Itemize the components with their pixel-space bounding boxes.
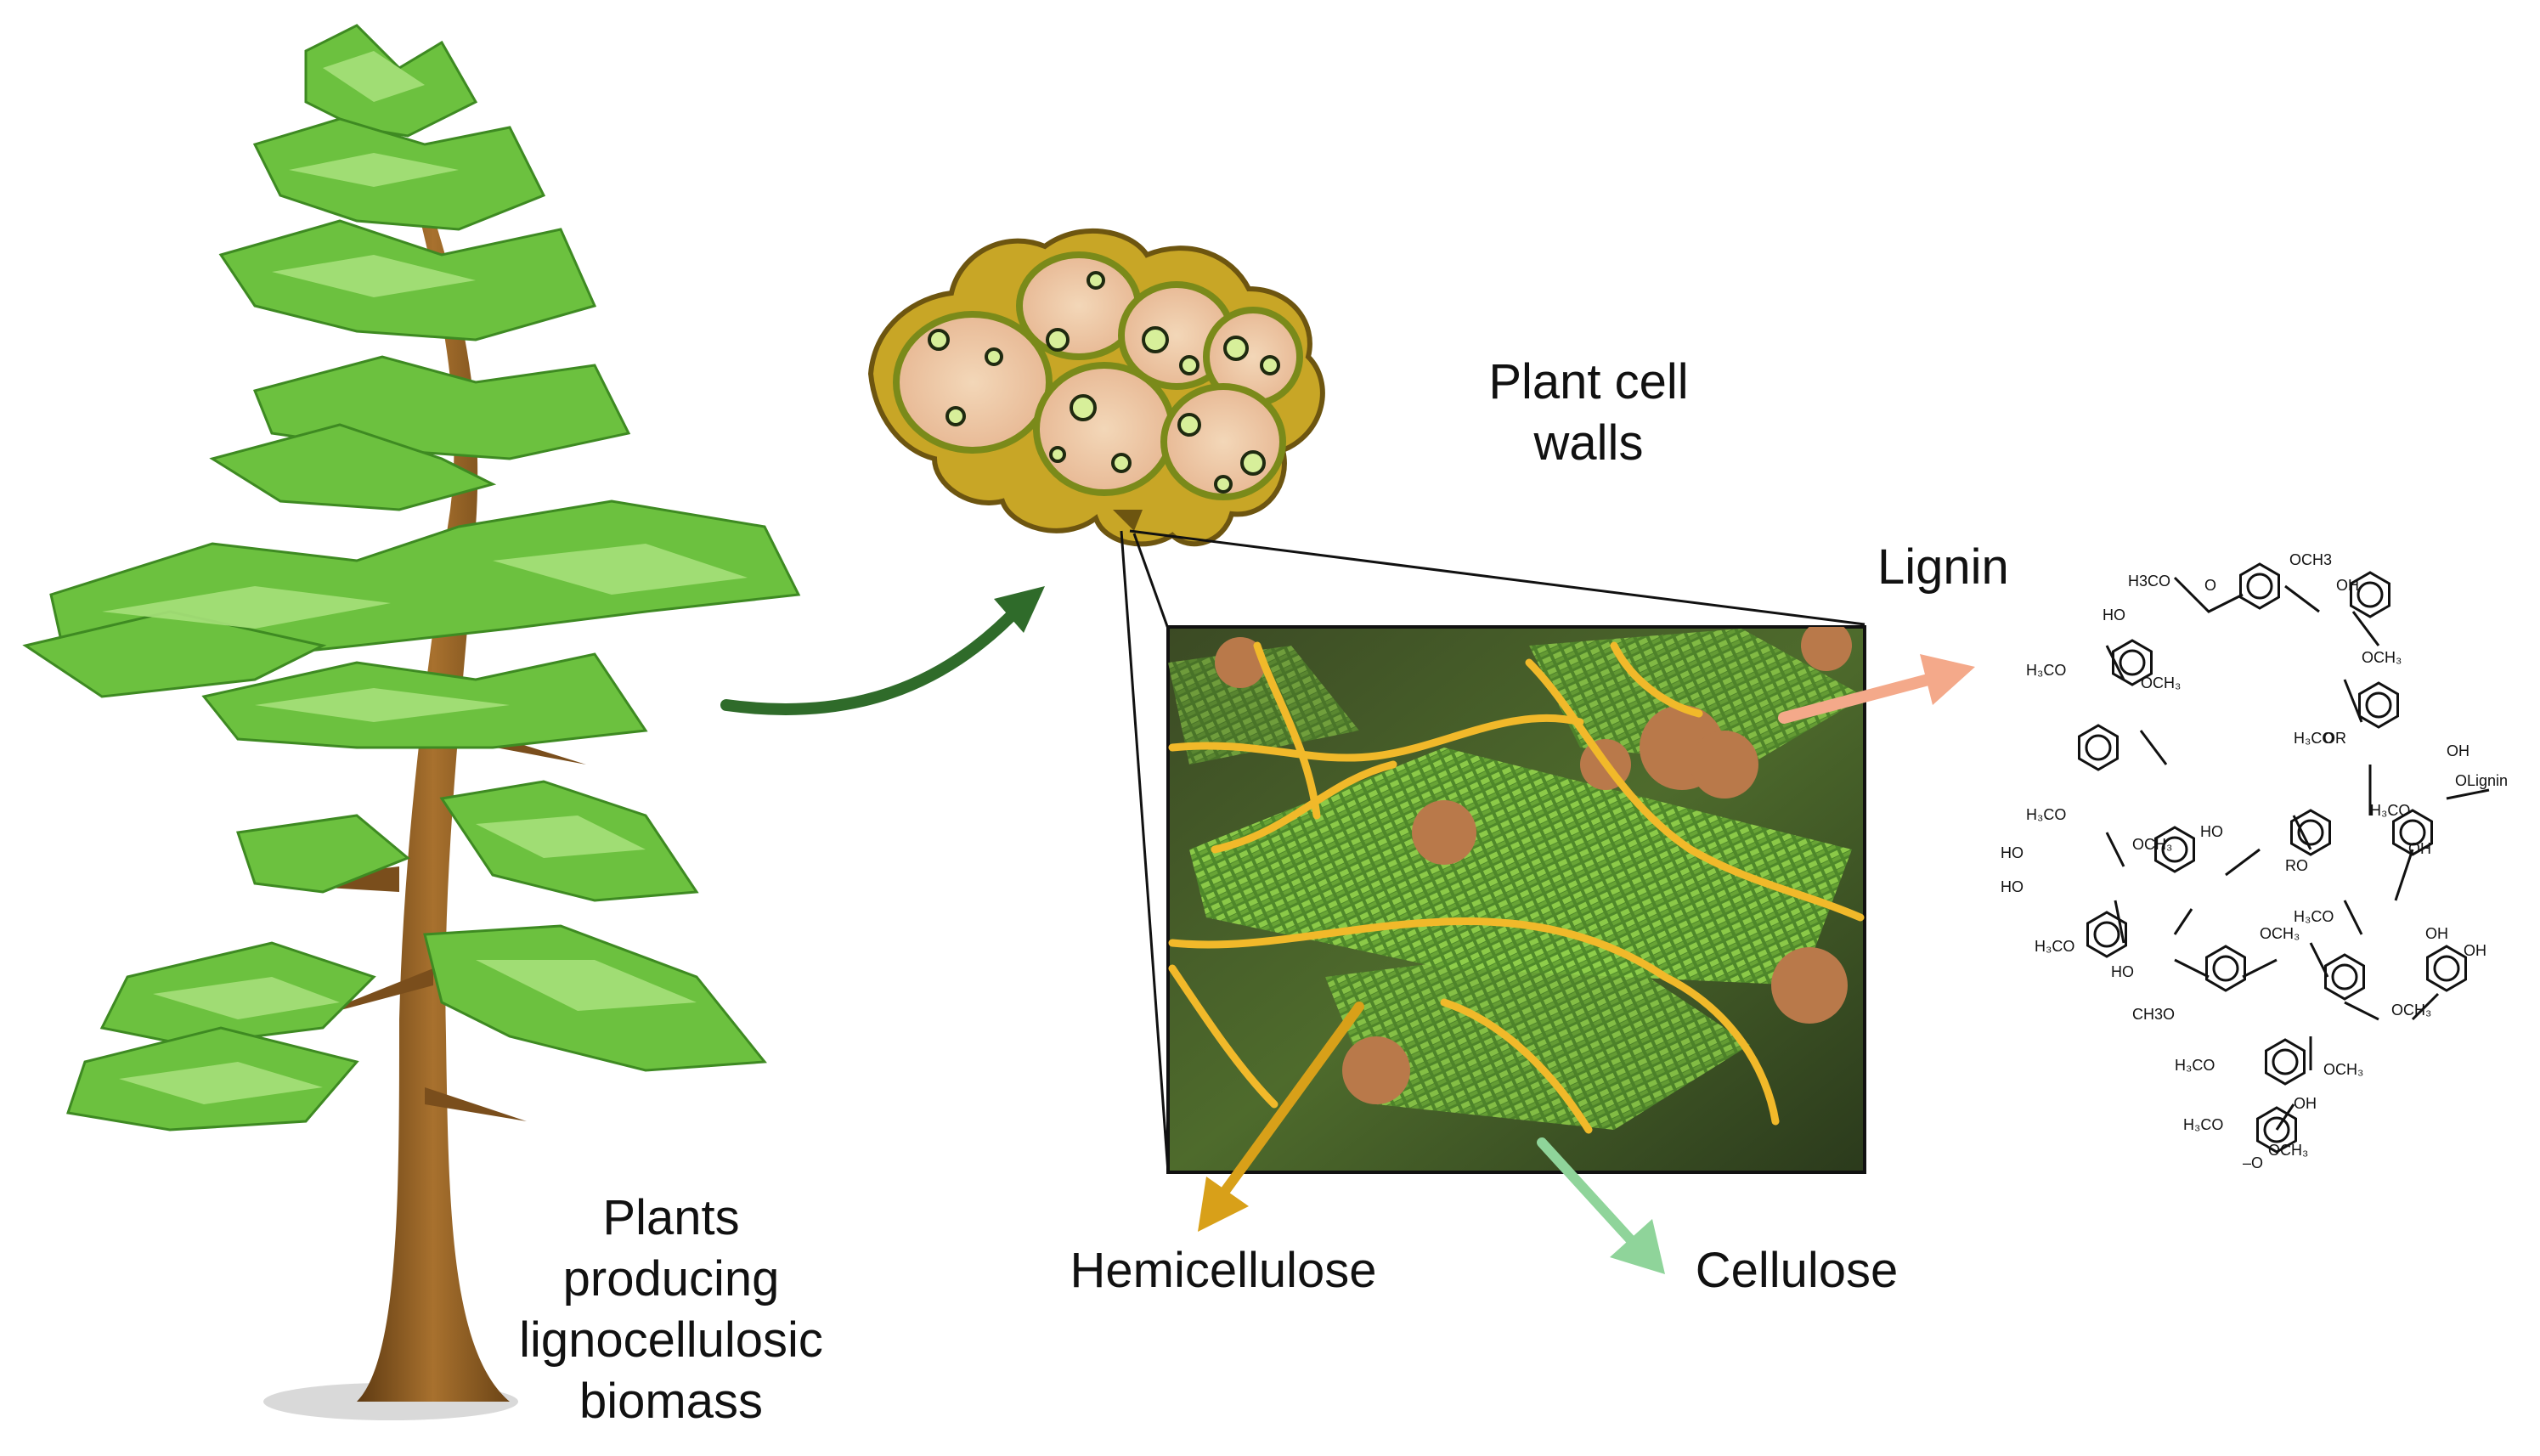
label-cellulose: Cellulose — [1695, 1243, 1899, 1298]
lignin-ring-bond — [2093, 921, 2120, 948]
plant-cell-cluster — [867, 228, 1325, 547]
lignin-aromatic-ring — [2324, 953, 2365, 1001]
label-plants-producing-lignocellulosic-biomass: Plants producing lignocellulosic biomass — [510, 1188, 833, 1432]
arrow-cellulose — [1537, 1137, 1636, 1245]
label-plants-line-1: Plants — [602, 1190, 740, 1245]
svg-text:OH: OH — [2425, 925, 2448, 942]
arrow-cellulose-head — [1610, 1219, 1665, 1274]
lignin-structure — [2078, 562, 2490, 1154]
lignin-group-olignin: OLignin — [2455, 772, 2508, 789]
lignin-ring-bond — [2212, 955, 2239, 982]
lignin-aromatic-ring — [2265, 1038, 2306, 1086]
svg-text:H₃CO: H₃CO — [2294, 730, 2334, 747]
svg-text:OH: OH — [2294, 1095, 2317, 1112]
svg-text:H₃CO: H₃CO — [2026, 662, 2066, 679]
arrow-tree-to-cells — [720, 601, 1025, 715]
arrow-hemicellulose-head — [1198, 1177, 1249, 1232]
arrow-lignin — [1778, 674, 1934, 724]
svg-text:OCH₃: OCH₃ — [2268, 1142, 2308, 1159]
svg-text:OCH₃: OCH₃ — [2260, 925, 2300, 942]
lignin-ring-bond — [2272, 1048, 2299, 1075]
lignin-group-och3: OCH3 — [2289, 551, 2332, 568]
lignin-aromatic-ring — [2078, 724, 2119, 771]
lignin-group-o-end: –O — [2243, 1154, 2263, 1171]
lignin-group-ho: HO — [2103, 607, 2125, 624]
label-plants-line-4: biomass — [579, 1374, 763, 1429]
lignin-ring-bond — [2263, 1116, 2290, 1143]
lignin-aromatic-ring — [2358, 681, 2399, 729]
lignin-group-h3co: H3CO — [2128, 573, 2170, 590]
lignin-group-o: O — [2204, 577, 2216, 594]
lignin-group-ch3o: CH3O — [2132, 1006, 2175, 1023]
lignin-ring-bond — [2357, 581, 2384, 608]
lignin-ring-bond — [2433, 955, 2460, 982]
svg-text:OCH₃: OCH₃ — [2391, 1002, 2431, 1019]
svg-text:H₃CO: H₃CO — [2175, 1057, 2215, 1074]
svg-text:OCH₃: OCH₃ — [2141, 674, 2181, 691]
lignin-group-ro: RO — [2285, 857, 2308, 874]
label-lignin: Lignin — [1877, 539, 2009, 595]
lignin-group-labels: H3CO OCH3 OH HO O RO OR OLignin CH3O –O … — [2001, 551, 2508, 1171]
svg-text:H₃CO: H₃CO — [2370, 802, 2410, 819]
svg-text:OCH₃: OCH₃ — [2323, 1061, 2363, 1078]
svg-text:HO: HO — [2200, 823, 2223, 840]
arrow-lignin-head — [1920, 654, 1975, 705]
zoom-lines — [1120, 529, 1865, 1173]
svg-text:H₃CO: H₃CO — [2183, 1116, 2223, 1133]
svg-text:OCH₃: OCH₃ — [2362, 649, 2402, 666]
lignin-ring-bond — [2297, 819, 2324, 846]
label-cell-line-2: walls — [1533, 415, 1644, 471]
lignin-ring-bond — [2085, 734, 2112, 761]
lignin-aromatic-ring — [2290, 809, 2331, 856]
lignin-aromatic-ring — [2426, 945, 2467, 992]
svg-text:OH: OH — [2447, 742, 2469, 759]
tree-illustration — [22, 24, 801, 1420]
lignin-aromatic-ring — [2239, 562, 2280, 610]
lignin-group-or: OR — [2323, 730, 2346, 747]
label-cell-line-1: Plant cell — [1488, 354, 1689, 409]
arrow-tree-to-cells-head — [994, 586, 1045, 633]
svg-text:OH: OH — [2464, 942, 2486, 959]
label-plant-cell-walls: Plant cell walls — [1444, 352, 1733, 474]
svg-text:HO: HO — [2001, 878, 2024, 895]
lignin-ring-bond — [2365, 691, 2392, 719]
cell-wall-micrograph — [1166, 625, 1866, 1174]
lignin-ring-bond — [2331, 963, 2358, 990]
lignin-aromatic-ring — [2392, 809, 2433, 856]
lignin-group-oh: OH — [2336, 577, 2359, 594]
lignin-aromatic-ring — [2350, 571, 2390, 618]
svg-text:H₃CO: H₃CO — [2035, 938, 2074, 955]
lignin-aromatic-ring — [2256, 1106, 2297, 1154]
svg-text:H₃CO: H₃CO — [2294, 908, 2334, 925]
lignin-aromatic-ring — [2205, 945, 2246, 992]
label-plants-line-2: producing — [562, 1251, 780, 1306]
lignin-aromatic-ring — [2154, 826, 2195, 873]
lignin-aromatic-ring — [2112, 639, 2153, 686]
svg-text:OCH₃: OCH₃ — [2132, 836, 2172, 853]
lignin-aromatic-ring — [2086, 911, 2127, 958]
svg-text:HO: HO — [2001, 844, 2024, 861]
svg-text:HO: HO — [2111, 963, 2134, 980]
lignin-ring-bond — [2119, 649, 2146, 676]
arrow-hemicellulose — [1218, 1002, 1364, 1199]
label-plants-line-3: lignocellulosic — [519, 1312, 823, 1368]
label-hemicellulose: Hemicellulose — [1070, 1243, 1377, 1298]
lignin-ring-bond — [2161, 836, 2188, 863]
svg-text:OH: OH — [2408, 840, 2431, 857]
svg-text:H₃CO: H₃CO — [2026, 806, 2066, 823]
lignin-ring-bond — [2246, 573, 2273, 600]
lignin-ring-bond — [2399, 819, 2426, 846]
